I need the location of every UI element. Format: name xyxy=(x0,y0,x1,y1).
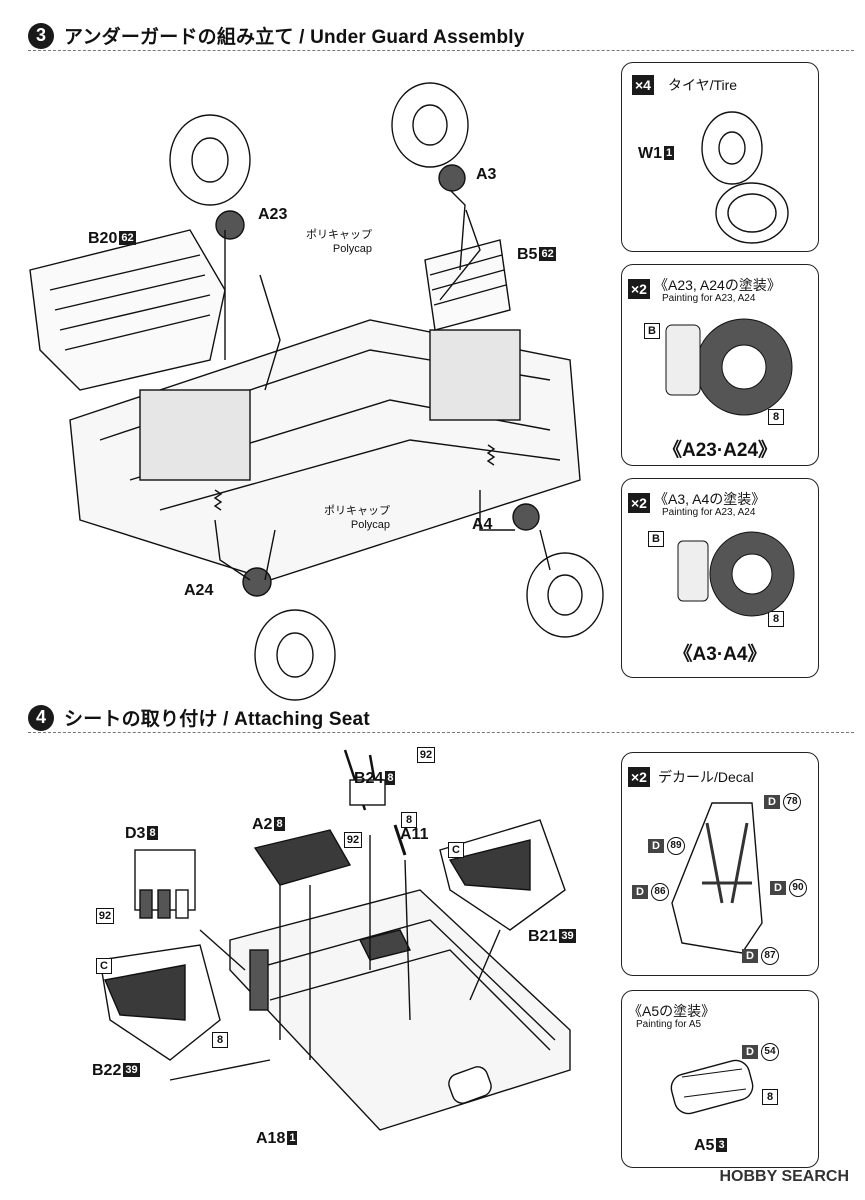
badge-x2-a3: ×2 xyxy=(628,493,650,513)
label-92-top: 92 xyxy=(417,747,435,763)
brake-disc-a3-illustration xyxy=(677,531,795,617)
label-92-pedals: 92 xyxy=(96,908,114,924)
label-a24: A24 xyxy=(184,582,214,599)
brake-disc-a23-illustration xyxy=(665,318,793,416)
panel-a3-label-b: B xyxy=(648,531,664,547)
panel-a5-subtitle: Painting for A5 xyxy=(636,1019,702,1030)
step4-header: 4 シートの取り付け / Attaching Seat xyxy=(28,704,370,731)
panel-decal-title: デカール/Decal xyxy=(658,769,754,785)
panel-a23-title: 《A23, A24の塗装》 xyxy=(654,277,781,293)
panel-paint-a23-a24: ×2 《A23, A24の塗装》 Painting for A23, A24 B… xyxy=(621,264,819,466)
extinguisher-illustration xyxy=(670,1059,754,1115)
label-a23: A23 xyxy=(258,206,288,223)
label-a11: A11 xyxy=(400,826,429,843)
step4-divider xyxy=(28,732,854,733)
label-92-a11: 92 xyxy=(344,832,362,848)
step4-title: シートの取り付け / Attaching Seat xyxy=(64,709,370,730)
panel-a5-title: 《A5の塗装》 xyxy=(628,1003,716,1019)
panel-a23-label-8: 8 xyxy=(768,409,784,425)
step3-header: 3 アンダーガードの組み立て / Under Guard Assembly xyxy=(28,22,525,49)
label-a4: A4 xyxy=(472,516,493,533)
step3-chassis-illustration xyxy=(29,82,604,701)
panel-a23-label-b: B xyxy=(644,323,660,339)
panel-a23-caption: 《A23·A24》 xyxy=(662,440,778,461)
badge-x4: ×4 xyxy=(632,75,654,95)
step3-title: アンダーガードの組み立て / Under Guard Assembly xyxy=(64,27,525,48)
a5-color-8: 8 xyxy=(762,1089,778,1105)
badge-x2-decal: ×2 xyxy=(628,767,650,787)
panel-paint-a3-a4: ×2 《A3, A4の塗装》 Painting for A23, A24 B 8… xyxy=(621,478,819,678)
panel-a3-subtitle: Painting for A23, A24 xyxy=(662,507,756,518)
label-8-floor: 8 xyxy=(212,1032,228,1048)
step3-number: 3 xyxy=(28,22,54,49)
step4-number: 4 xyxy=(28,704,54,731)
label-a3: A3 xyxy=(476,166,497,183)
badge-x2-a23: ×2 xyxy=(628,279,650,299)
hobby-search-watermark: HOBBY SEARCH xyxy=(719,1168,850,1185)
seat-decal-illustration xyxy=(671,802,763,954)
panel-a3-label-8: 8 xyxy=(768,611,784,627)
panel-a23-subtitle: Painting for A23, A24 xyxy=(662,293,756,304)
panel-tire-title: タイヤ/Tire xyxy=(668,77,738,93)
label-c-b22: C xyxy=(96,958,112,974)
tire-illustration xyxy=(701,111,789,244)
step3-divider xyxy=(28,50,854,51)
label-c-b21: C xyxy=(448,842,464,858)
label-8-a11: 8 xyxy=(401,812,417,828)
panel-a3-title: 《A3, A4の塗装》 xyxy=(654,491,766,507)
panel-a3-caption: 《A3·A4》 xyxy=(673,644,767,665)
step4-floor-illustration xyxy=(99,749,571,1131)
